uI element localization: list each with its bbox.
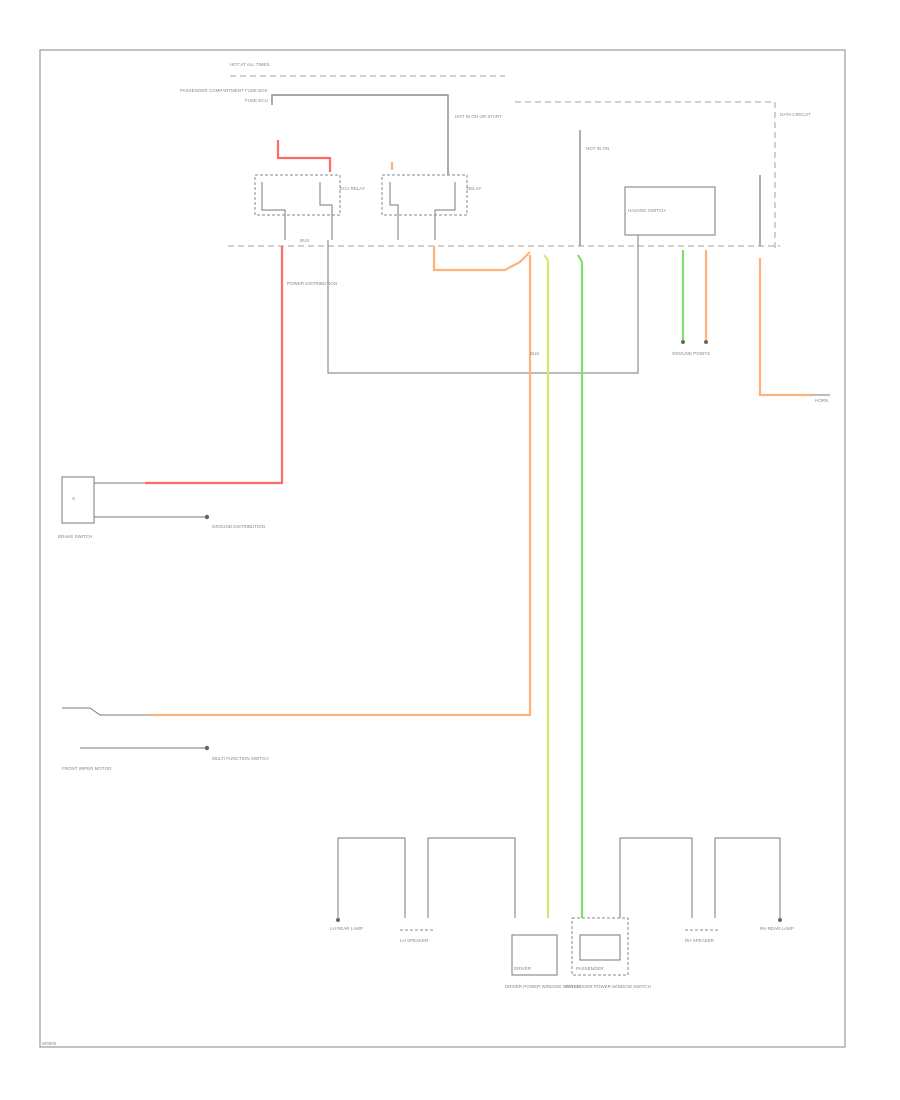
orange-long-wire [150, 255, 532, 717]
rh-speaker-wire [619, 837, 693, 918]
ecu-relay [254, 174, 341, 216]
green-wire-terminal [681, 340, 685, 344]
driver-module-label: DRIVER [514, 966, 532, 971]
brake-switch-label: BRAKE SWITCH [58, 534, 92, 539]
ecu-relay-label: ECU RELAY [340, 186, 365, 191]
ecu-relay-coil [319, 182, 333, 240]
orange-wire-terminal [704, 340, 708, 344]
wiper-motor-ground [204, 745, 210, 751]
ground-points-label: GROUND POINTS [672, 351, 710, 356]
main-relay [381, 174, 468, 216]
power-distribution-label: POWER DISTRIBUTION [287, 281, 337, 286]
passenger-module-label: PASSENGER [576, 966, 604, 971]
brake-switch-glyph: S [72, 496, 75, 501]
control-loop [327, 240, 639, 374]
rh-speaker-label: RH SPEAKER [685, 938, 715, 943]
red-wire [276, 140, 332, 172]
hot-bus-label: HOT AT ALL TIMES [230, 62, 270, 67]
lh-rear-lamp-label: LH REAR LAMP [330, 926, 363, 931]
driver-window-switch-label: DRIVER POWER WINDOW SWITCH [505, 984, 580, 989]
lh-speaker-label: LH SPEAKER [400, 938, 429, 943]
lh-rear-lamp-wire [337, 837, 406, 918]
data-circuit-line [515, 101, 776, 250]
wiper-motor-label: FRONT WIPER MOTOR [62, 766, 112, 771]
horn-label: HORN [815, 398, 828, 403]
red-wire-down [145, 246, 284, 485]
green-wire-top [577, 254, 583, 263]
lime-wire-label: BUS [530, 351, 539, 356]
data-circuit-label: DATA CIRCUIT [780, 112, 811, 117]
passenger-window-inner [579, 934, 621, 961]
lh-speaker-wire [427, 837, 516, 918]
bus-label: BUS [300, 238, 309, 243]
main-relay-coil [434, 182, 456, 240]
hot-in-on-label: HOT IN ON [586, 146, 609, 151]
fuse-box-label: PASSENGER COMPARTMENT FUSE BOX [180, 88, 268, 93]
main-relay-contacts [389, 182, 399, 240]
main-relay-label: RELAY [467, 186, 481, 191]
hazard-switch-label: HAZARD SWITCH [628, 208, 666, 213]
rh-rear-lamp-label: RH REAR LAMP [760, 926, 794, 931]
passenger-window-switch-label: PASSENGER POWER WINDOW SWITCH [565, 984, 651, 989]
fuse-ecu-label: FUSE ECU [245, 98, 268, 103]
ground-distribution-label: GROUND DISTRIBUTION [212, 524, 265, 529]
brake-switch-ground [204, 514, 210, 520]
brake-switch [61, 476, 95, 524]
driver-window-switch [511, 934, 558, 976]
fuse-feed-wire [271, 94, 449, 175]
diagram-frame [39, 49, 846, 1048]
orange-wire-far-right [758, 258, 812, 397]
rh-rear-lamp-wire [714, 837, 781, 918]
passenger-window-switch [571, 917, 629, 976]
ecu-relay-contacts [261, 182, 286, 240]
lime-wire-top [543, 254, 549, 261]
figure-code: W0000 [42, 1041, 57, 1046]
orange-wire-relay [432, 246, 531, 272]
lh-rear-lamp-ground [336, 918, 340, 922]
rh-rear-lamp-ground [778, 918, 782, 922]
wiper-motor-wire [62, 707, 150, 716]
hazard-switch [624, 186, 716, 236]
hot-in-on-start-label: HOT IN ON OR START [455, 114, 502, 119]
multifunction-switch-label: MULTI FUNCTION SWITCH [212, 756, 269, 761]
